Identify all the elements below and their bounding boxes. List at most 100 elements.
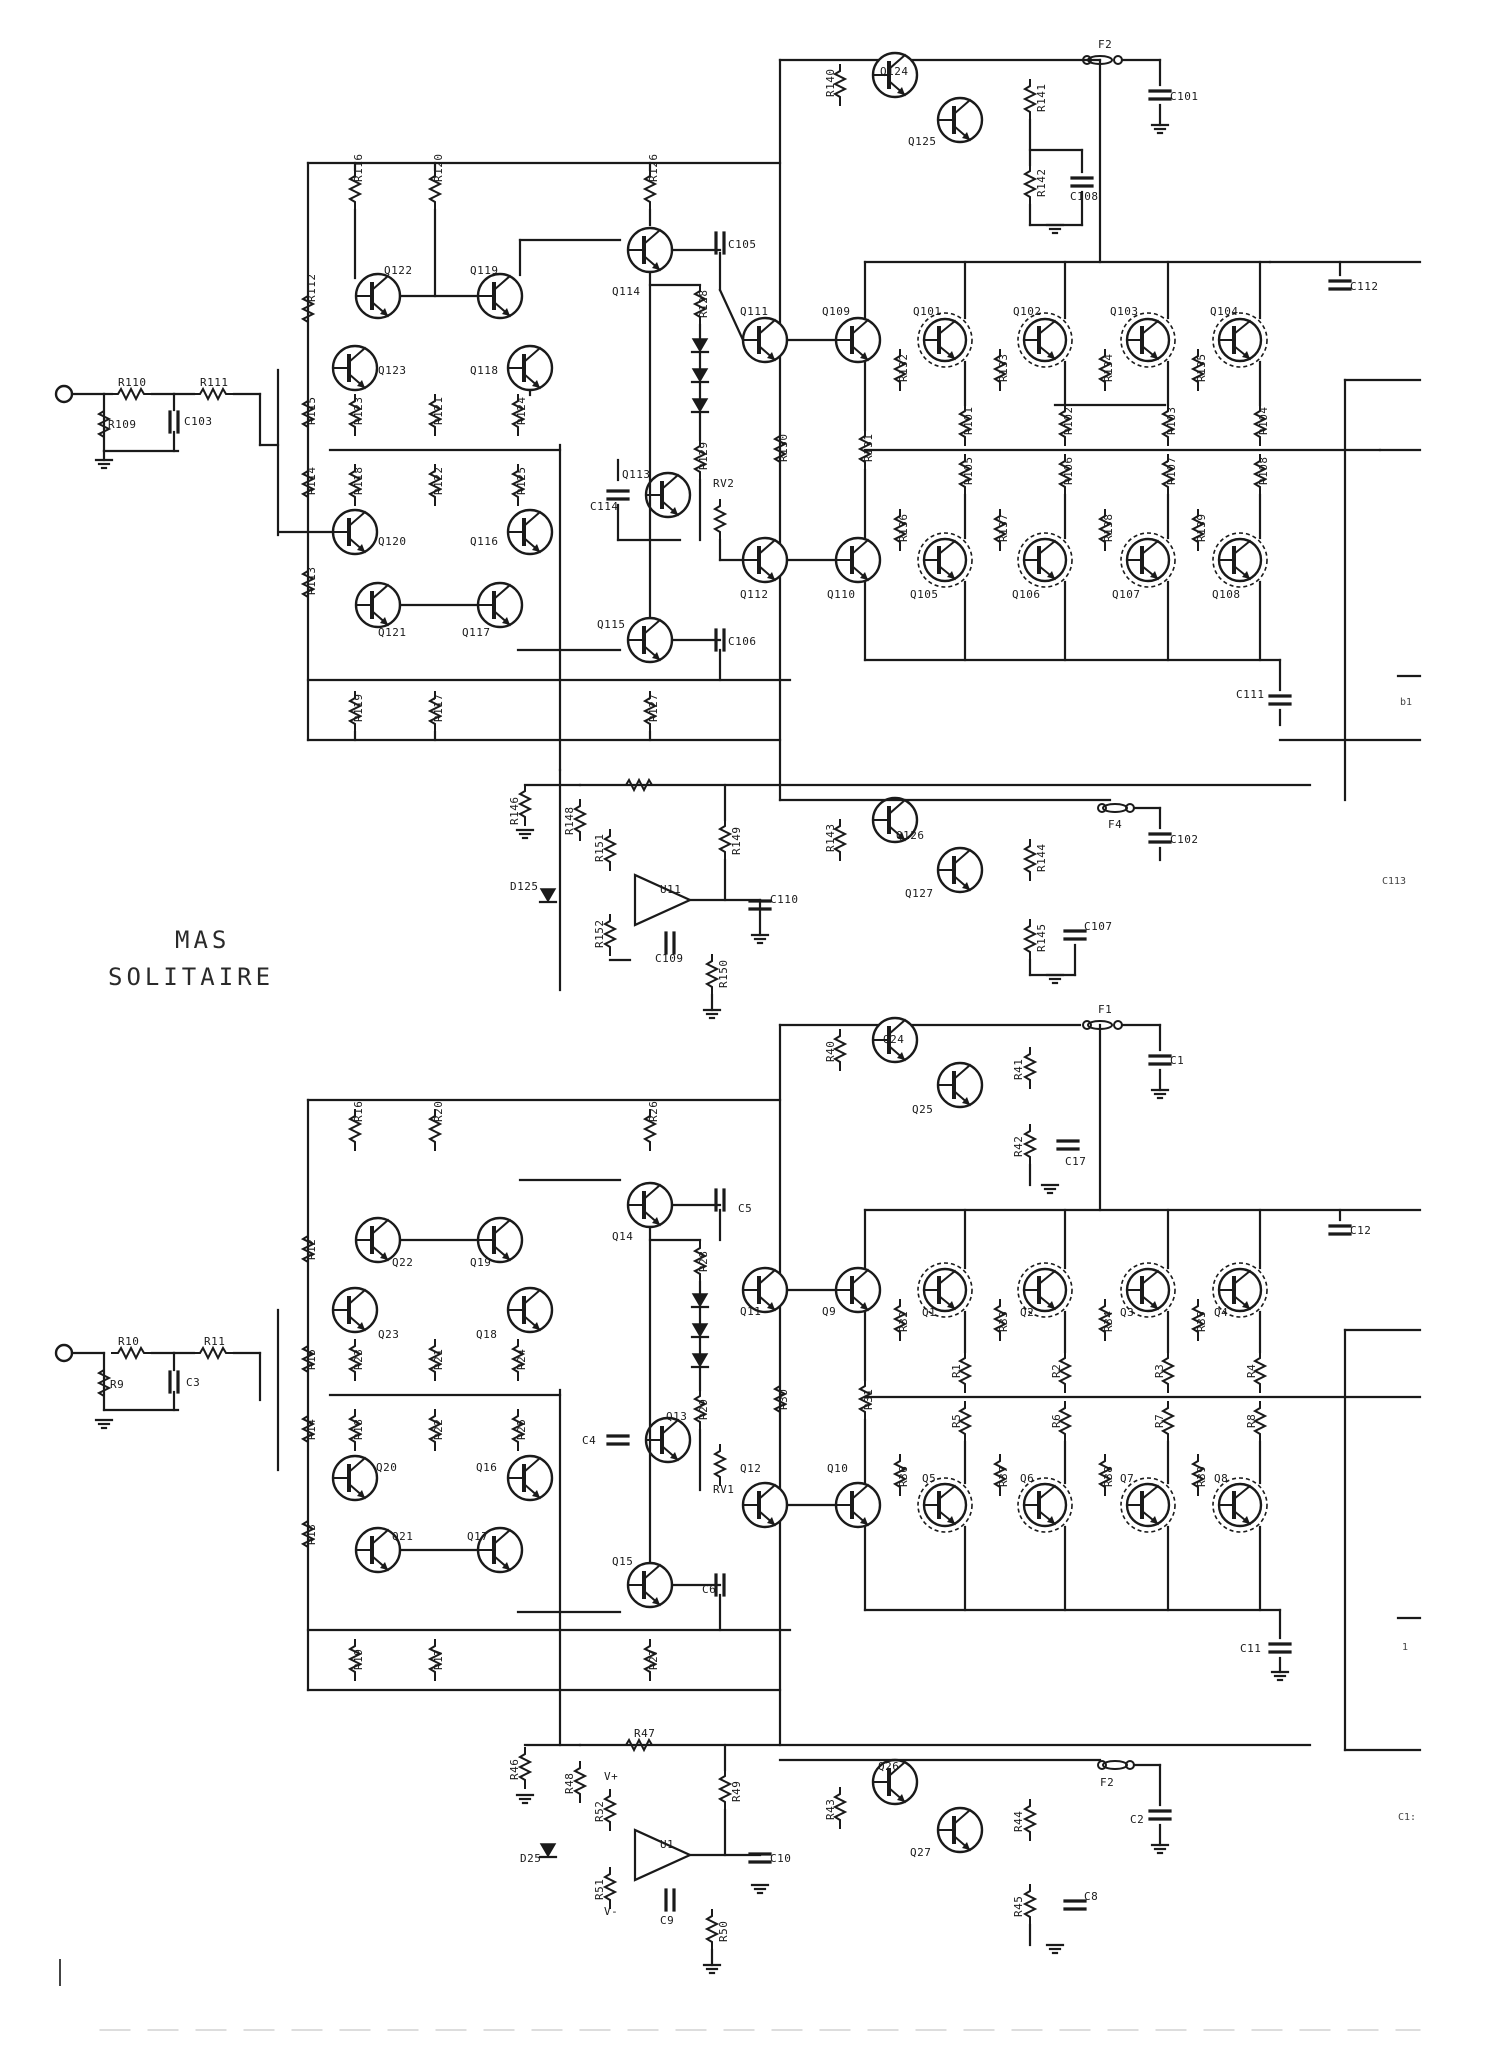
label-q5: Q5: [922, 1472, 936, 1485]
label-r46: R46: [508, 1759, 521, 1780]
label-r14: R14: [305, 1419, 318, 1440]
label-r111: R111: [200, 376, 229, 389]
label-r13: R13: [305, 1524, 318, 1545]
label-q106: Q106: [1012, 588, 1041, 601]
label-q116: Q116: [470, 535, 499, 548]
label-r130: R130: [777, 434, 790, 463]
label-r102: R102: [1062, 407, 1075, 436]
label-r40: R40: [824, 1041, 837, 1062]
label-r51: R51: [593, 1879, 606, 1900]
label-q105: Q105: [910, 588, 939, 601]
label-r143: R143: [824, 824, 837, 853]
label-r121: R121: [432, 397, 445, 426]
label-q115: Q115: [597, 618, 626, 631]
label-d125: D125: [510, 880, 539, 893]
label-c103: C103: [184, 415, 213, 428]
label-c8: C8: [1084, 1890, 1098, 1903]
label-r127: R127: [647, 694, 660, 723]
label-r138: R138: [1102, 514, 1115, 543]
label-q16: Q16: [476, 1461, 497, 1474]
label-q108: Q108: [1212, 588, 1241, 601]
label-q112: Q112: [740, 588, 769, 601]
label-r148: R148: [563, 807, 576, 836]
label-q127: Q127: [905, 887, 934, 900]
label-r149: R149: [730, 827, 743, 856]
label-r4: R4: [1245, 1364, 1258, 1378]
channel-a: R110 R111 R109 C103 Q122 Q123 Q119 Q118 …: [54, 38, 1422, 1020]
label-q107: Q107: [1112, 588, 1141, 601]
label-q19: Q19: [470, 1256, 491, 1269]
label-r30: R30: [777, 1389, 790, 1410]
edge-fragment-c113: C113: [1382, 876, 1406, 887]
label-r1: R1: [950, 1364, 963, 1378]
edge-fragment-c1: C1:: [1398, 1812, 1416, 1823]
label-r112: R112: [305, 274, 318, 303]
label-r18: R18: [352, 1419, 365, 1440]
label-q109: Q109: [822, 305, 851, 318]
label-c11: C11: [1240, 1642, 1261, 1655]
label-q12: Q12: [740, 1462, 761, 1475]
label-c105: C105: [728, 238, 757, 251]
label-r116: R116: [352, 154, 365, 183]
label-r3: R3: [1153, 1364, 1166, 1378]
label-r28: R28: [697, 1251, 710, 1272]
label-q27: Q27: [910, 1846, 931, 1859]
label-r133: R133: [997, 354, 1010, 383]
label-r21: R21: [432, 1349, 445, 1370]
label-r34: R34: [1102, 1311, 1115, 1332]
label-vminus: V-: [604, 1905, 618, 1918]
label-r124: R124: [515, 397, 528, 426]
label-r15: R15: [305, 1349, 318, 1370]
label-r32: R32: [897, 1311, 910, 1332]
label-r12: R12: [305, 1239, 318, 1260]
label-r2: R2: [1050, 1364, 1063, 1378]
label-q122: Q122: [384, 264, 413, 277]
label-r24: R24: [515, 1349, 528, 1370]
label-r47: R47: [634, 1727, 655, 1740]
label-r122: R122: [432, 467, 445, 496]
title-line-1: MAS: [175, 926, 230, 954]
label-c106: C106: [728, 635, 757, 648]
label-r9: R9: [110, 1378, 124, 1391]
label-r141: R141: [1035, 84, 1048, 113]
label-q103: Q103: [1110, 305, 1139, 318]
label-q15: Q15: [612, 1555, 633, 1568]
label-r144: R144: [1035, 844, 1048, 873]
edge-fragment-1: 1: [1402, 1642, 1408, 1653]
label-r145: R145: [1035, 924, 1048, 953]
label-c17: C17: [1065, 1155, 1086, 1168]
label-q123: Q123: [378, 364, 407, 377]
label-q4: Q4: [1214, 1306, 1228, 1319]
label-r146: R146: [508, 797, 521, 826]
label-r41: R41: [1012, 1059, 1025, 1080]
label-r152: R152: [593, 920, 606, 949]
label-r108: R108: [1257, 457, 1270, 486]
label-r22: R22: [432, 1419, 445, 1440]
label-r11: R11: [204, 1335, 225, 1348]
label-r129: R129: [697, 442, 710, 471]
label-q119: Q119: [470, 264, 499, 277]
label-r52: R52: [593, 1801, 606, 1822]
label-r123: R123: [352, 397, 365, 426]
label-c5: C5: [738, 1202, 752, 1215]
schematic-title: MAS SOLITAIRE: [108, 926, 274, 991]
label-q125: Q125: [908, 135, 937, 148]
label-r26: R26: [647, 1101, 660, 1122]
label-r50: R50: [717, 1921, 730, 1942]
label-r104: R104: [1257, 407, 1270, 436]
channel-b: R10 R11 R9 C3 Q22 Q23 Q19 Q18 Q20 Q16 Q2…: [54, 1003, 1422, 1975]
label-r132: R132: [897, 354, 910, 383]
label-r119: R119: [352, 694, 365, 723]
label-q3: Q3: [1120, 1306, 1134, 1319]
title-line-2: SOLITAIRE: [108, 963, 274, 991]
label-r105: R105: [962, 457, 975, 486]
edge-fragments: C113 C1: b1 1: [1382, 674, 1422, 1823]
label-f2-bottom: F2: [1100, 1776, 1114, 1789]
label-r117: R117: [432, 694, 445, 723]
label-q24: Q24: [883, 1033, 904, 1046]
label-c2: C2: [1130, 1813, 1144, 1826]
label-q21: Q21: [392, 1530, 413, 1543]
label-c108: C107: [1084, 920, 1113, 933]
label-r137: R137: [997, 514, 1010, 543]
label-q113: Q113: [622, 468, 651, 481]
